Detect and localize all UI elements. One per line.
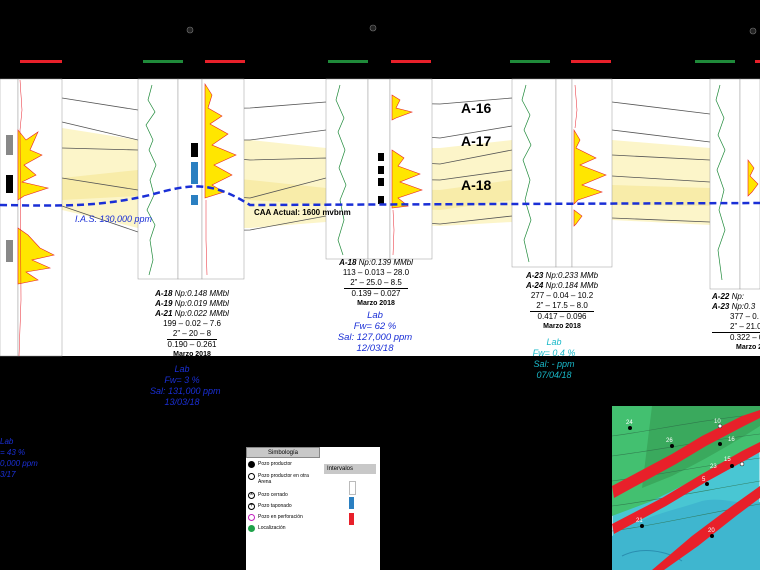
ias-label: I.A.S. 130,000 ppm bbox=[75, 214, 153, 224]
interval-swatch-white bbox=[349, 481, 356, 495]
ratio-line: 0.139 – 0.027 bbox=[351, 289, 401, 298]
interval-swatch-blue bbox=[349, 497, 354, 509]
well-header-bars bbox=[20, 60, 760, 63]
production-line: A-22 Np: bbox=[712, 292, 745, 301]
completion-line: 2” – 17.5 – 8.0 bbox=[530, 301, 594, 312]
map-well-label: 5 bbox=[702, 477, 706, 483]
rates-line: 113 – 0.013 – 28.0 bbox=[342, 268, 410, 277]
well-annotation-2: A-18 Np:0.148 MMbl A-19 Np:0.019 MMbl A-… bbox=[142, 289, 242, 360]
fault-band-1 bbox=[612, 410, 760, 498]
map-well-label: 23 bbox=[710, 464, 717, 470]
interval-swatch-red bbox=[349, 513, 354, 525]
map-well-label: 16 bbox=[728, 437, 735, 443]
rates-line: 199 – 0.02 – 7.6 bbox=[163, 319, 221, 328]
well-log-5 bbox=[709, 78, 760, 290]
magenta-circle-icon bbox=[248, 514, 255, 521]
rates-line: 377 – 0. bbox=[730, 312, 759, 321]
lab-result-2: Lab Fw= 3 % Sal: 131,000 ppm 13/03/18 bbox=[150, 364, 221, 407]
contact-label: CAA Actual: 1600 mvbnm bbox=[254, 208, 351, 217]
open-dot-icon bbox=[248, 473, 255, 480]
well-log-3 bbox=[325, 78, 433, 260]
filled-dot-icon bbox=[248, 461, 255, 468]
production-line: A-23 Np:0.3 bbox=[712, 302, 756, 311]
x-circle-icon: × bbox=[248, 492, 255, 499]
horizon-label-a16: A-16 bbox=[461, 100, 492, 116]
production-line: A-18 Np:0.148 MMbl bbox=[155, 289, 229, 298]
well-annotation-5: A-22 Np: A-23 Np:0.3 377 – 0. 2” – 21.0 … bbox=[712, 292, 760, 353]
completion-line: 2” – 25.0 – 8.5 bbox=[344, 278, 408, 289]
horizon-label-a18: A-18 bbox=[461, 177, 492, 193]
ratio-line: 0.417 – 0.096 bbox=[537, 312, 587, 321]
ratio-line: 0.322 – 0 bbox=[730, 333, 760, 342]
lab-result-1: Lab = 43 % 0,000 ppm 3/17 bbox=[0, 437, 38, 479]
production-line: A-21 Np:0.022 MMbl bbox=[155, 309, 229, 318]
water-oil-contact-line bbox=[0, 185, 760, 207]
legend-item: Pozo productor en otra Arena bbox=[248, 473, 320, 485]
production-line: A-23 Np:0.233 MMb bbox=[525, 271, 599, 280]
legend-item: × Pozo cerrado bbox=[248, 492, 288, 499]
date-line: Marzo 2 bbox=[736, 344, 760, 351]
ratio-line: 0.190 – 0.261 bbox=[167, 340, 217, 349]
well-log-4 bbox=[511, 78, 613, 268]
legend-item: + Pozo taponado bbox=[248, 503, 292, 510]
fault-band-3 bbox=[652, 486, 760, 570]
legend-item: Pozo en perforación bbox=[248, 514, 303, 521]
well-top-symbols bbox=[186, 24, 757, 35]
well-log-1 bbox=[0, 78, 63, 357]
production-line: A-24 Np:0.184 MMb bbox=[525, 281, 599, 290]
well-annotation-4: A-23 Np:0.233 MMb A-24 Np:0.184 MMb 277 … bbox=[512, 271, 612, 332]
structural-map: 24 10 26 16 15 23 5 21 20 bbox=[612, 406, 760, 570]
well-symbol-icon bbox=[186, 26, 194, 34]
production-line: A-19 Np:0.019 MMbl bbox=[155, 299, 229, 308]
intervals-title: Intervalos bbox=[324, 464, 376, 474]
green-dot-icon bbox=[248, 525, 255, 532]
legend-item: Localización bbox=[248, 525, 286, 532]
lab-result-3: Lab Fw= 62 % Sal: 127,000 ppm 12/03/18 bbox=[337, 310, 413, 354]
legend-title: Simbología bbox=[246, 447, 320, 458]
date-line: Marzo 2018 bbox=[543, 323, 581, 330]
map-well-label: 20 bbox=[708, 528, 715, 534]
map-well-label: 26 bbox=[666, 438, 673, 444]
completion-line: 2” – 20 – 8 bbox=[166, 329, 218, 340]
completion-line: 2” – 21.0 bbox=[712, 322, 760, 333]
plus-circle-icon: + bbox=[248, 503, 255, 510]
map-well-label: 10 bbox=[714, 419, 721, 425]
map-well-label: 24 bbox=[626, 420, 633, 426]
date-line: Marzo 2018 bbox=[173, 351, 211, 358]
well-symbol-icon bbox=[749, 27, 757, 35]
date-line: Marzo 2018 bbox=[357, 300, 395, 307]
legend-panel: Simbología Pozo productor Pozo productor… bbox=[246, 447, 380, 570]
rates-line: 277 – 0.04 – 10.2 bbox=[530, 291, 594, 300]
production-line: A-18 Np:0.139 MMbl bbox=[339, 258, 413, 267]
well-symbol-icon bbox=[369, 24, 377, 32]
well-log-2 bbox=[137, 78, 245, 280]
horizon-label-a17: A-17 bbox=[461, 133, 492, 149]
lab-result-4: Lab Fw= 0.4 % Sal: - ppm 07/04/18 bbox=[532, 337, 576, 380]
map-well-label: 21 bbox=[636, 518, 643, 524]
fault-band-2 bbox=[612, 442, 760, 534]
well-annotation-3: A-18 Np:0.139 MMbl 113 – 0.013 – 28.0 2”… bbox=[326, 258, 426, 309]
legend-item: Pozo productor bbox=[248, 461, 292, 468]
map-well-label: 15 bbox=[724, 457, 731, 463]
